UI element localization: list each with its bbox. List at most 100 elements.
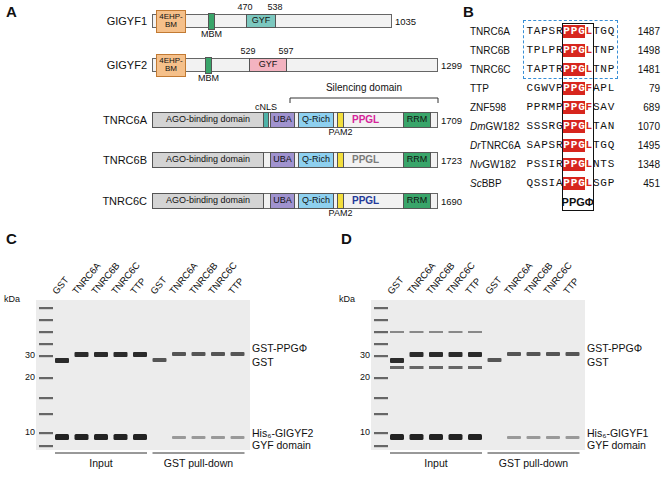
residue: S <box>533 158 540 171</box>
gel-background <box>36 300 250 450</box>
marker-size: 20 <box>360 372 370 382</box>
protein-band <box>55 434 69 440</box>
residue: P <box>563 177 570 190</box>
residue: F <box>585 101 592 114</box>
residue: L <box>585 177 592 190</box>
domain-box: GYF <box>249 58 287 72</box>
residue: L <box>585 25 592 38</box>
sequence: PPRMPPPGFSAV <box>526 101 615 114</box>
residue: P <box>563 44 570 57</box>
residue: S <box>548 25 555 38</box>
band-label: His₆-GIGYF2 GYF domain <box>252 427 326 451</box>
protein-band <box>133 352 147 357</box>
residue: C <box>526 82 533 95</box>
ladder-band <box>374 397 388 399</box>
protein-name: TNRC6A <box>103 114 147 126</box>
residue: P <box>570 82 577 95</box>
residue: I <box>548 158 555 171</box>
residue: P <box>563 139 570 152</box>
protein-band <box>468 434 482 440</box>
panel-letter: A <box>6 3 17 20</box>
ladder-band <box>374 413 388 415</box>
residue: F <box>585 82 592 95</box>
group-label: Input <box>89 457 112 469</box>
residue: G <box>578 44 585 57</box>
residue: L <box>585 139 592 152</box>
ladder-band <box>374 432 388 434</box>
lane-label: GST <box>148 275 169 297</box>
ladder-band <box>39 331 53 333</box>
residue: G <box>578 82 585 95</box>
residue: T <box>526 44 533 57</box>
protein-bar: TNRC6A1709AGO-binding domaincNLSUBAQ-Ric… <box>152 112 438 128</box>
domain-name: AGO-binding domain <box>166 155 250 164</box>
residue: P <box>570 63 577 76</box>
species-name: TNRC6C <box>470 64 511 76</box>
protein-band <box>153 358 167 362</box>
residue: T <box>593 63 600 76</box>
residue: S <box>541 177 548 190</box>
protein-band <box>192 436 206 439</box>
protein-name: GIGYF2 <box>107 59 147 71</box>
residue-number: 451 <box>643 178 660 190</box>
residue: R <box>556 25 563 38</box>
domain-name: GYF <box>259 60 278 69</box>
domain-name: 4EHP-BM <box>158 13 184 30</box>
domain-name: PAM2 <box>329 209 353 218</box>
species-name: NvGW182 <box>470 159 516 171</box>
residue: R <box>556 158 563 171</box>
domain-name: PAM2 <box>329 128 353 137</box>
residue: P <box>533 44 540 57</box>
protein-band <box>449 352 463 357</box>
residue: T <box>593 25 600 38</box>
domain-name: RRM <box>407 196 428 205</box>
protein-band <box>192 352 206 356</box>
residue: P <box>526 101 533 114</box>
residue-number: 470 <box>237 2 252 12</box>
protein-band <box>75 352 89 357</box>
ladder-band <box>39 413 53 415</box>
protein-band <box>527 352 541 356</box>
protein-length: 1299 <box>441 60 462 71</box>
residue-number: 79 <box>649 83 660 95</box>
residue: L <box>585 120 592 133</box>
residue: Q <box>607 139 614 152</box>
protein-band <box>449 366 463 369</box>
residue: R <box>548 120 555 133</box>
residue: P <box>570 120 577 133</box>
residue: P <box>570 158 577 171</box>
group-label: GST pull-down <box>164 457 233 469</box>
residue: P <box>533 101 540 114</box>
domain-box: UBA <box>270 152 295 168</box>
protein-band <box>410 434 424 440</box>
protein-band <box>449 434 463 440</box>
protein-band <box>390 358 404 363</box>
residue-number: 538 <box>267 2 282 12</box>
residue: L <box>585 44 592 57</box>
domain-box: cNLS <box>263 112 269 128</box>
protein-band <box>94 434 108 440</box>
ladder-band <box>39 343 53 345</box>
residue-number: 1487 <box>638 26 660 38</box>
group-bracket <box>153 453 245 454</box>
residue-number: 1481 <box>638 64 660 76</box>
residue: P <box>563 120 570 133</box>
species-name: TTP <box>470 83 489 95</box>
protein-band <box>507 352 521 356</box>
residue: A <box>533 139 540 152</box>
domain-name: AGO-binding domain <box>166 196 250 205</box>
marker-size: 10 <box>360 427 370 437</box>
protein-band <box>55 358 69 363</box>
domain-box: MBM <box>208 13 215 30</box>
sequence: TPLPRPPGLTNP <box>526 44 615 57</box>
protein-band <box>429 352 443 357</box>
residue: P <box>570 101 577 114</box>
protein-band <box>429 366 443 369</box>
protein-band <box>410 366 424 369</box>
protein-band <box>468 331 482 333</box>
domain-name: UBA <box>273 115 292 124</box>
residue: N <box>607 120 614 133</box>
band-label: GST <box>252 356 274 368</box>
ladder-band <box>39 445 53 447</box>
protein-bar: GIGYF212994EHP-BMMBMGYF <box>152 58 438 72</box>
